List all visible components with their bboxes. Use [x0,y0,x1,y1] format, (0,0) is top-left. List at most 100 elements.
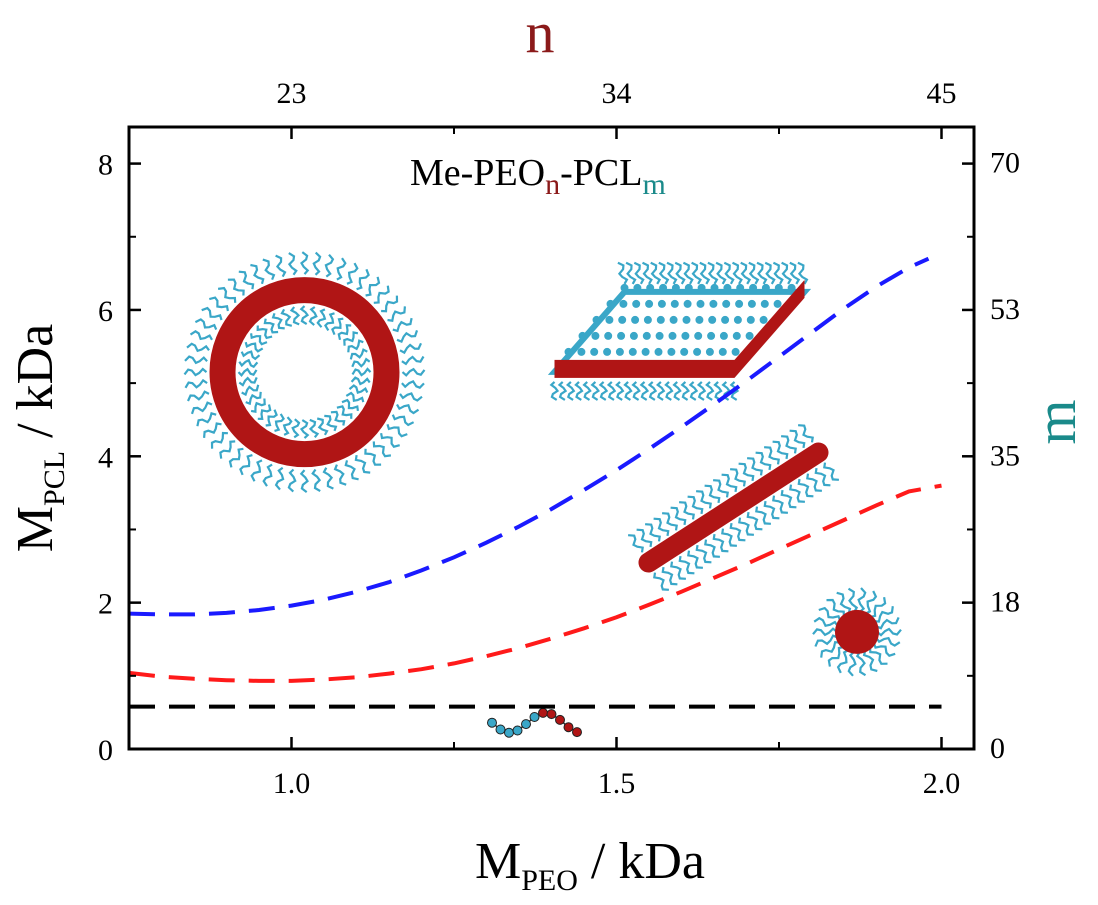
corona-chain [399,342,422,355]
corona-chain [713,381,723,401]
corona-bead [628,347,637,356]
corona-chain [240,350,261,361]
corona-bead [617,331,626,340]
corona-chain [823,462,839,481]
corona-chain [636,528,653,548]
series-layer [129,256,942,709]
corona-chain [780,489,797,509]
corona-chain [324,312,335,331]
corona-chain [617,261,629,285]
corona-chain [670,506,687,526]
corona-bead [656,315,665,324]
corona-chain [746,511,763,531]
corona-chain [263,318,279,334]
corona-chain [238,376,258,387]
corona-chain [645,523,661,542]
corona-chain [346,262,359,285]
corona-chain [565,381,576,401]
corona-chain [186,342,210,353]
corona-chain [401,355,425,366]
corona-chain [291,418,301,439]
series-line [129,256,930,617]
corona-bead [732,331,741,340]
corona-chain [387,306,406,322]
copolymer-annotation: Me-PEOn-PCLm [410,152,666,201]
corona-chain [354,454,371,474]
corona-chain [343,331,359,346]
corona-chain [271,312,285,330]
corona-chain [350,376,371,386]
corona-chain [658,261,670,285]
corona-chain [827,645,845,667]
corona-chain [257,404,272,421]
corona-chain [237,367,258,378]
corona-chain [864,590,878,615]
corona-bead [680,347,689,356]
y-tick-label: 4 [98,441,113,474]
corona-chain [341,398,359,412]
corona-chain [679,501,695,520]
y-tick-label: 2 [98,588,113,621]
corona-chain [662,512,678,531]
corona-chain [331,317,344,336]
chain-bead [495,724,506,735]
corona-chain [201,306,223,321]
corona-bead [643,315,652,324]
corona-chain [345,391,365,403]
corona-bead [632,299,641,308]
corona-bead [773,299,782,308]
corona-chain [661,566,678,586]
sphere-core [835,609,879,654]
top-tick-label: 45 [927,77,957,110]
corona-chain [704,539,720,558]
corona-chain [274,466,285,491]
corona-chain [265,409,278,427]
corona-bead [683,299,692,308]
corona-bead [694,331,703,340]
corona-chain [250,398,266,414]
corona-chain [748,261,760,285]
corona-chain [847,587,859,613]
corona-chain [184,355,208,365]
chain-bead [512,725,523,736]
corona-chain [299,469,309,493]
corona-chain [666,261,678,285]
corona-chain [312,251,322,276]
corona-chain [287,468,297,493]
corona-chain [772,440,789,460]
corona-chain [672,381,682,401]
corona-chain [396,403,420,415]
corona-chain [806,473,822,492]
morphology-vesicle [183,251,426,493]
corona-chain [625,261,637,285]
corona-chain [392,317,413,333]
corona-chain [855,651,867,677]
corona-chain [349,348,368,360]
corona-bead [645,299,654,308]
y-tick-label: 0 [98,734,113,767]
corona-chain [696,490,712,509]
corona-bead [735,299,744,308]
corona-chain [322,467,334,490]
corona-chain [372,441,392,458]
corona-chain [582,381,592,401]
corona-chain [628,534,644,553]
corona-chain [682,261,694,285]
corona-chain [380,432,400,448]
corona-chain [365,276,381,297]
corona-chain [797,478,814,498]
corona-bead [759,315,768,324]
top-tick-label: 34 [602,77,632,110]
corona-chain [401,380,425,389]
corona-chain [875,636,901,647]
corona-chain [680,381,690,401]
x-tick-label: 2.0 [923,767,961,800]
corona-chain [696,381,707,401]
corona-chain [210,431,228,449]
corona-chain [324,253,335,278]
corona-chain [674,261,686,285]
corona-chain [351,357,371,368]
corona-chain [183,367,208,377]
chain-bead [555,714,565,725]
